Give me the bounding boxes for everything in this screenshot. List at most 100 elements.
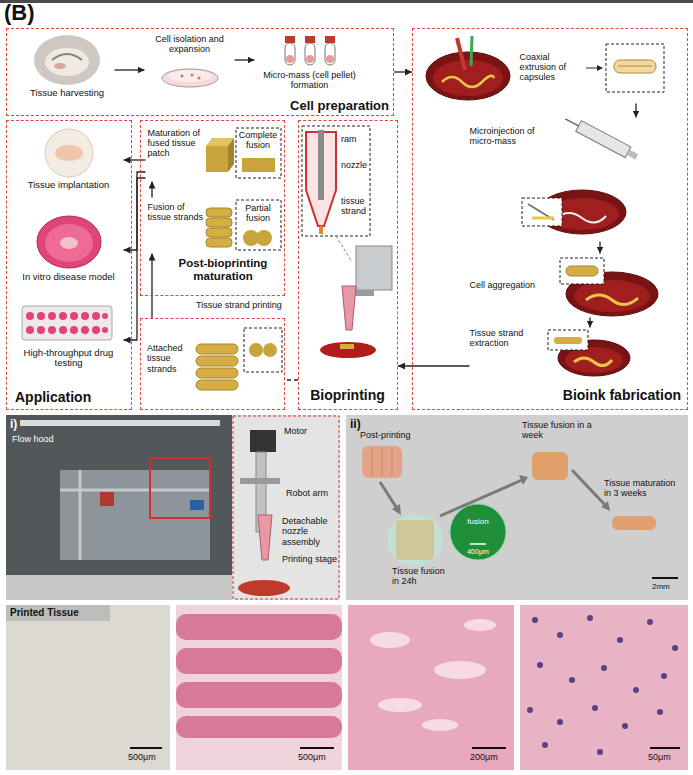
- tissue-photo: [52, 54, 82, 60]
- lab-photo: [233, 416, 339, 599]
- histology-photos: [472, 747, 506, 749]
- lab-photo: [6, 415, 232, 600]
- panel-letter: ii): [350, 418, 361, 432]
- lab-photo: [238, 580, 290, 596]
- injection-dish: [532, 217, 554, 220]
- attached-strands: [196, 344, 238, 354]
- lab-photo: [250, 430, 276, 452]
- extraction-dish: [574, 358, 612, 366]
- flow-arrow: [398, 365, 470, 366]
- well-plate: [81, 326, 89, 334]
- lab-photo: [232, 415, 340, 600]
- extraction-dish: [548, 330, 630, 376]
- well-plate: [22, 306, 112, 340]
- fusing-strands: [206, 238, 232, 247]
- well-plate: [48, 312, 56, 320]
- aggregation-dish: [574, 280, 650, 312]
- histology-photos: [176, 605, 342, 770]
- null: [565, 119, 578, 126]
- part-label: Detachable nozzle assembly: [282, 516, 338, 547]
- well-plate: [26, 326, 34, 334]
- nozzle-inset: [319, 226, 323, 234]
- null: [627, 150, 639, 160]
- injection-dish: [522, 198, 562, 226]
- coaxial-dish: [426, 36, 664, 100]
- extraction-dish: [548, 330, 588, 350]
- application-item: Tissue implantation: [14, 126, 124, 200]
- fused-patch: [206, 128, 281, 178]
- fused-patch: [206, 146, 228, 172]
- maturation-photo: [532, 452, 568, 480]
- culture-dish: [162, 69, 218, 87]
- tissue-photo: [34, 35, 100, 85]
- node-text: Coaxial extrusion of capsules: [520, 52, 584, 83]
- well-plate: [102, 327, 108, 333]
- nozzle-inset: [302, 126, 370, 262]
- part-label: tissue strand: [341, 196, 371, 217]
- top-bar: [0, 0, 693, 3]
- node-text: Micro-mass (cell pellet) formation: [255, 70, 365, 91]
- stage-panel: Tissue implantation In vitro disease mode…: [6, 120, 132, 410]
- process-step: Tissue strand extraction: [470, 328, 630, 378]
- lab-photo: [6, 415, 340, 600]
- printer: [342, 286, 356, 330]
- null: [576, 121, 631, 158]
- aggregation-dish: [566, 266, 598, 276]
- histology-photos: [176, 682, 342, 708]
- node-text: Bioink fabrication: [543, 387, 681, 403]
- test-tubes: [305, 36, 315, 43]
- implant-photo: [45, 129, 93, 177]
- maturation-photo: [346, 415, 688, 600]
- coaxial-dish: [606, 44, 664, 92]
- maturation-photo: [440, 480, 522, 516]
- lab-photo: [6, 415, 340, 600]
- fusing-strands: [206, 208, 232, 217]
- lab-photo: [258, 515, 272, 560]
- aggregation-dish: [586, 295, 638, 305]
- fusing-strands: [206, 228, 232, 237]
- disease-model-dish: [45, 224, 93, 262]
- stage-panel: Attached tissue strands: [140, 318, 285, 410]
- maturation-photo: [450, 504, 506, 560]
- node-text: Maturation of fused tissue patch: [148, 128, 204, 159]
- scale-label: 500μm: [128, 752, 156, 762]
- flow-arrow: [285, 379, 298, 380]
- node-text: High-throughput drug testing: [14, 348, 124, 370]
- scale-label: 500μm: [298, 752, 326, 762]
- tissue-photo: [34, 35, 100, 85]
- histology-photos: [527, 707, 533, 713]
- fusing-strands: [206, 218, 232, 227]
- node-text: Post-bioprinting maturation: [165, 257, 281, 283]
- part-label: Flow hood: [12, 434, 54, 444]
- histology-photos: [300, 747, 334, 749]
- coaxial-dish: [597, 65, 603, 71]
- histology-photos: [6, 605, 170, 770]
- implant-photo: [55, 145, 83, 161]
- node-text: Attached tissue strands: [147, 343, 195, 374]
- inset-text: Partial fusion: [237, 203, 280, 224]
- histology-photos: [434, 661, 486, 679]
- test-tubes: [285, 36, 295, 43]
- maturation-photo: [392, 448, 393, 476]
- inset-label: fusion: [463, 517, 493, 526]
- photo-title: Printed Tissue: [10, 607, 79, 619]
- culture-dish: [162, 69, 218, 87]
- fused-patch: [228, 138, 234, 172]
- scale-label: 400μm: [458, 548, 498, 556]
- histology-photos: [617, 637, 623, 643]
- maturation-photo: [392, 504, 401, 515]
- flow-arrow: [115, 69, 145, 70]
- syringe: [562, 114, 639, 163]
- step-label: Tissue strand printing: [196, 300, 282, 310]
- maturation-photo: [519, 475, 528, 485]
- maturation-photo: [387, 514, 443, 566]
- maturation-photo: [612, 516, 656, 530]
- application-item: In vitro disease model: [14, 210, 124, 290]
- well-plate: [37, 312, 45, 320]
- histology-photos: [647, 619, 653, 625]
- coaxial-dish: [618, 66, 652, 67]
- lab-photo: [150, 458, 210, 518]
- printer: [320, 342, 376, 358]
- disease-model-dish: [37, 216, 101, 268]
- coaxial-dish: [426, 52, 510, 100]
